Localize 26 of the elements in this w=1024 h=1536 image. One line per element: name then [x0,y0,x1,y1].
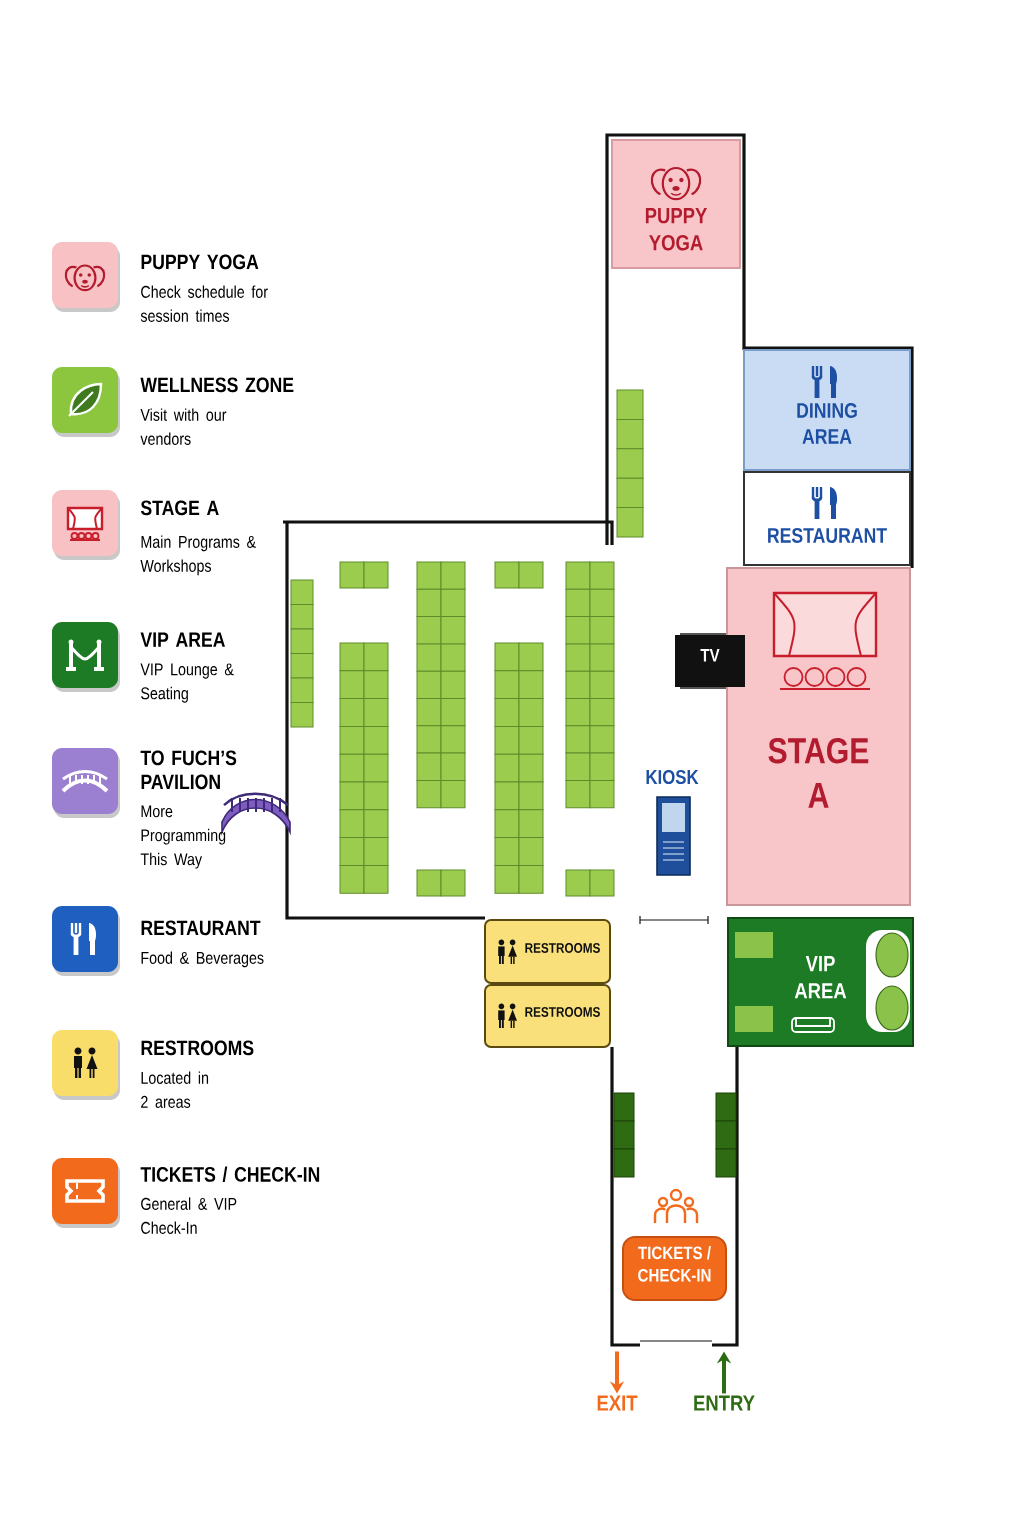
legend-description: Main Programs & Workshops [140,535,256,576]
room-box: RESTROOMS [484,984,611,1048]
legend-description: Visit with our vendors [140,408,227,445]
legend-title: RESTAURANT [141,920,261,936]
room-box: DINING AREA [743,349,911,471]
legend-title: WELLNESS ZONE [140,377,294,393]
legend-description: More Programming This Way [140,805,226,869]
legend-description: VIP Lounge & Seating [140,663,234,703]
legend-title: RESTROOMS [141,1040,254,1056]
room-box: RESTROOMS [484,919,611,984]
legend-title: VIP AREA [140,632,225,647]
legend-description: Check schedule for session times [140,285,268,322]
tv-screen: TV [675,635,745,687]
room-box: RESTAURANT [743,471,911,566]
room-box: PUPPY YOGA [611,139,741,269]
entry-label: ENTRY [694,1395,755,1411]
legend-title: STAGE A [140,500,219,516]
exit-label: EXIT [597,1395,638,1411]
legend-title: PUPPY YOGA [141,254,259,270]
legend-title: TO FUCH’S PAVILION [140,750,237,790]
legend-description: General & VIP Check-In [141,1197,237,1234]
ticket-counter: TICKETS / CHECK-IN [622,1236,727,1301]
kiosk-label: KIOSK [646,769,699,785]
legend-description: Food & Beverages [141,951,264,968]
legend-title: TICKETS / CHECK-IN [140,1166,320,1183]
legend-description: Located in 2 areas [141,1071,209,1108]
